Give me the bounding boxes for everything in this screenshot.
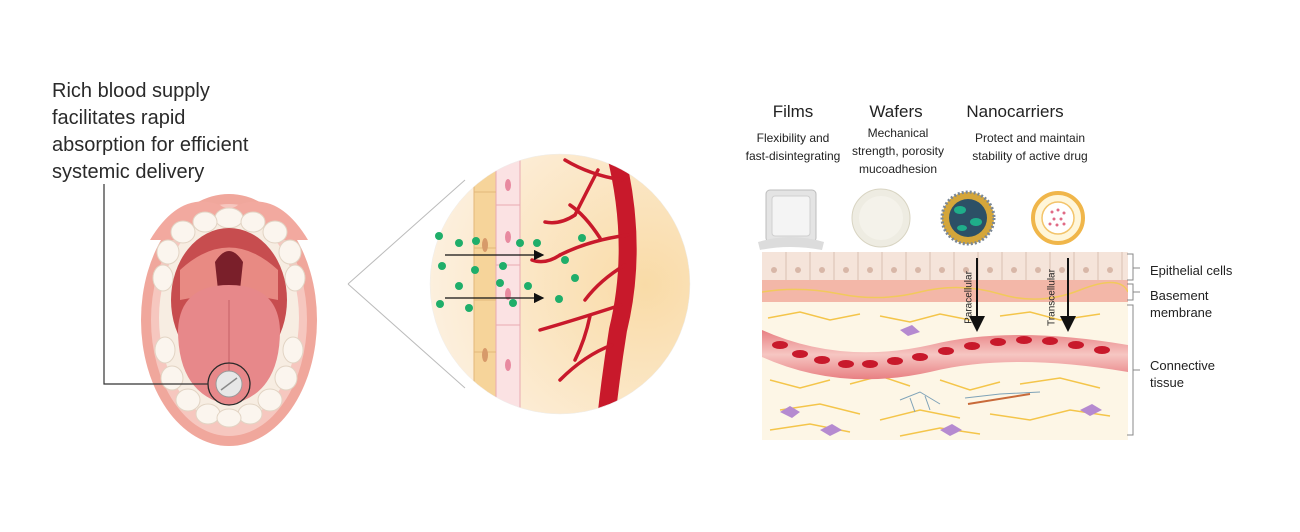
nanocarrier-micelle-icon <box>942 192 994 244</box>
films-title: Films <box>753 102 833 122</box>
layer-brackets <box>1127 254 1140 435</box>
zoom-circle <box>420 140 720 430</box>
epithelial-cells-label: Epithelial cells <box>1150 262 1232 279</box>
absorption-caption: Rich blood supply facilitates rapid abso… <box>52 78 312 186</box>
mouth-illustration <box>141 194 317 446</box>
nanocarriers-description: Protect and maintain stability of active… <box>955 129 1105 165</box>
connective-tissue-label: Connective tissue <box>1150 357 1215 391</box>
caption-line: facilitates rapid <box>52 105 312 132</box>
nanocarriers-title: Nanocarriers <box>950 102 1080 122</box>
wafers-description: Mechanical strength, porosity mucoadhesi… <box>838 124 958 178</box>
wafers-title: Wafers <box>851 102 941 122</box>
transcellular-label: Transcellular <box>1047 263 1058 333</box>
basement-membrane-label: Basement membrane <box>1150 287 1212 321</box>
nanocarrier-liposome-icon <box>1033 193 1083 243</box>
caption-line: systemic delivery <box>52 159 312 186</box>
paracellular-label: Paracellular <box>964 263 975 333</box>
film-icon <box>758 190 824 250</box>
wafer-icon <box>852 189 910 247</box>
caption-line: Rich blood supply <box>52 78 312 105</box>
tissue-cross-section <box>762 252 1128 440</box>
caption-line: absorption for efficient <box>52 132 312 159</box>
